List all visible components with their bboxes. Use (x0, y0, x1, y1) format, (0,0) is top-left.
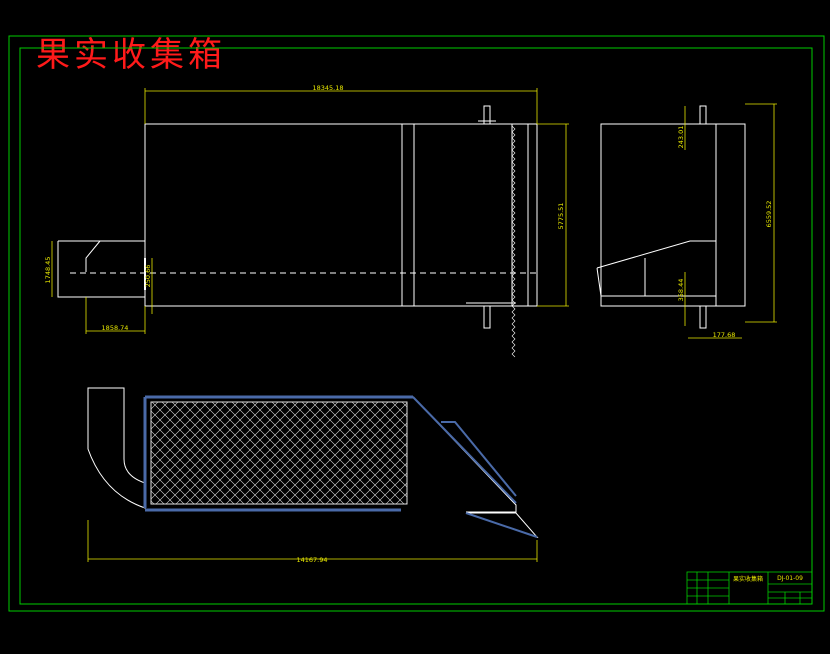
dimension-lines (51, 88, 777, 562)
outer-frame (8, 35, 825, 612)
dim-height-main: 5775.51 (557, 203, 565, 230)
dim-side-bottom: 358.44 (677, 279, 685, 302)
dim-bottom-length: 14167.94 (296, 556, 327, 564)
side-view (596, 105, 746, 329)
dim-inlet-width: 1858.74 (102, 324, 129, 332)
title-block-name: 果实收集箱 (733, 575, 763, 583)
dim-inlet-height: 1748.45 (44, 257, 52, 284)
dim-side-top: 243.01 (677, 126, 685, 149)
drawing-title: 果实收集箱 (36, 35, 226, 75)
title-block (686, 571, 813, 605)
dim-side-small: 177.68 (713, 331, 736, 339)
dim-top-width: 18345.18 (312, 84, 343, 92)
dim-inlet-offset: 250.66 (144, 265, 152, 288)
front-view (57, 105, 540, 358)
bottom-view (87, 387, 539, 539)
dim-side-height: 6559.52 (765, 201, 773, 228)
title-block-drawing-no: DJ-01-09 (777, 575, 803, 582)
inner-frame (19, 47, 813, 605)
